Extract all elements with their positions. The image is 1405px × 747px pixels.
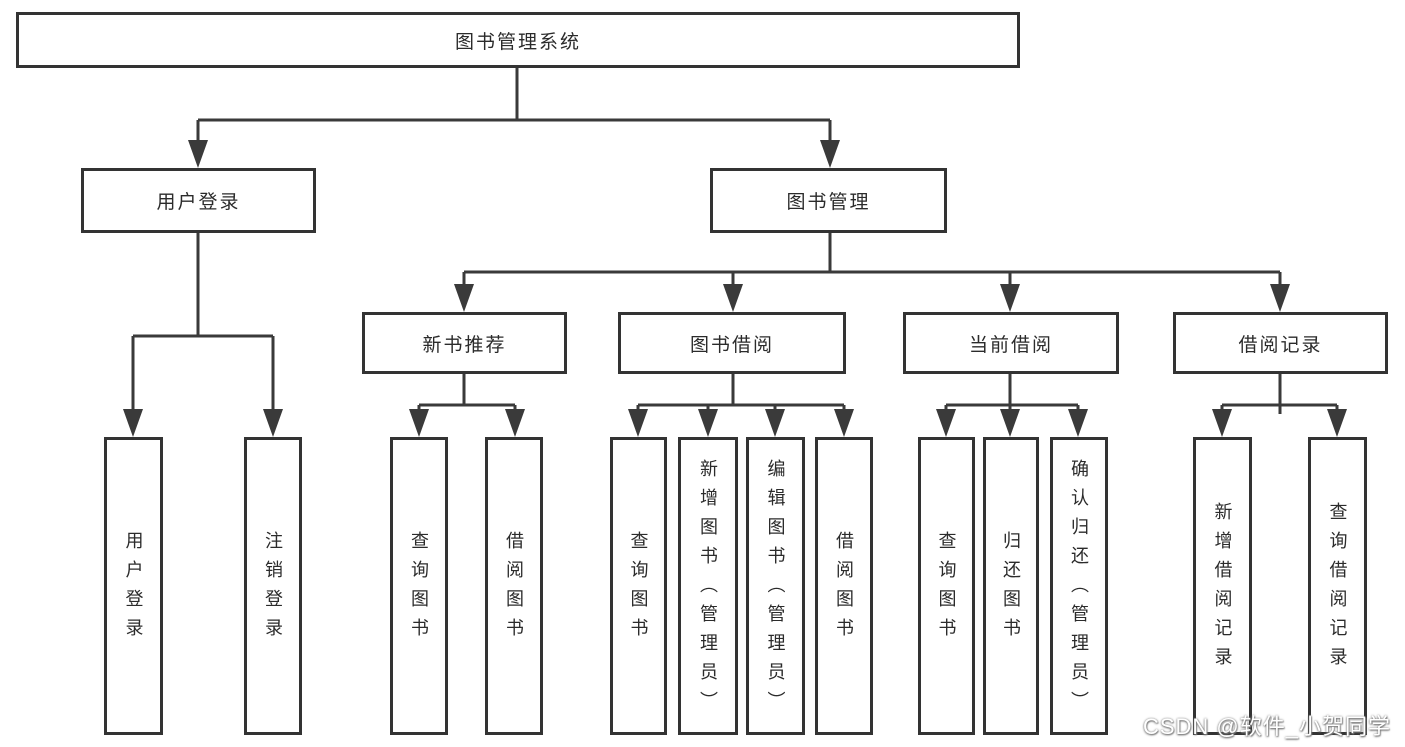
leaf-borrow-books-recommend: 借阅图书 — [485, 437, 543, 735]
leaf-query-borrow-record: 查询借阅记录 — [1308, 437, 1367, 735]
leaf-confirm-return-admin: 确认归还（管理员） — [1050, 437, 1108, 735]
leaf-add-borrow-record: 新增借阅记录 — [1193, 437, 1252, 735]
csdn-watermark: CSDN @软件_小贺同学 — [1142, 714, 1391, 739]
leaf-logout: 注销登录 — [244, 437, 302, 735]
leaf-user-login: 用户登录 — [104, 437, 163, 735]
arrowhead-icons — [123, 140, 1347, 437]
node-current-borrowing: 当前借阅 — [903, 312, 1119, 374]
leaf-borrow-books: 借阅图书 — [815, 437, 873, 735]
node-user-login: 用户登录 — [81, 168, 316, 233]
leaf-query-books-recommend: 查询图书 — [390, 437, 448, 735]
leaf-edit-book-admin: 编辑图书（管理员） — [746, 437, 805, 735]
leaf-return-books: 归还图书 — [983, 437, 1039, 735]
node-book-borrowing: 图书借阅 — [618, 312, 846, 374]
leaf-query-books-current: 查询图书 — [918, 437, 975, 735]
node-book-management: 图书管理 — [710, 168, 947, 233]
node-root: 图书管理系统 — [16, 12, 1020, 68]
leaf-add-book-admin: 新增图书（管理员） — [678, 437, 738, 735]
leaf-query-books-borrowing: 查询图书 — [610, 437, 667, 735]
node-borrowing-records: 借阅记录 — [1173, 312, 1388, 374]
node-new-book-recommendation: 新书推荐 — [362, 312, 567, 374]
